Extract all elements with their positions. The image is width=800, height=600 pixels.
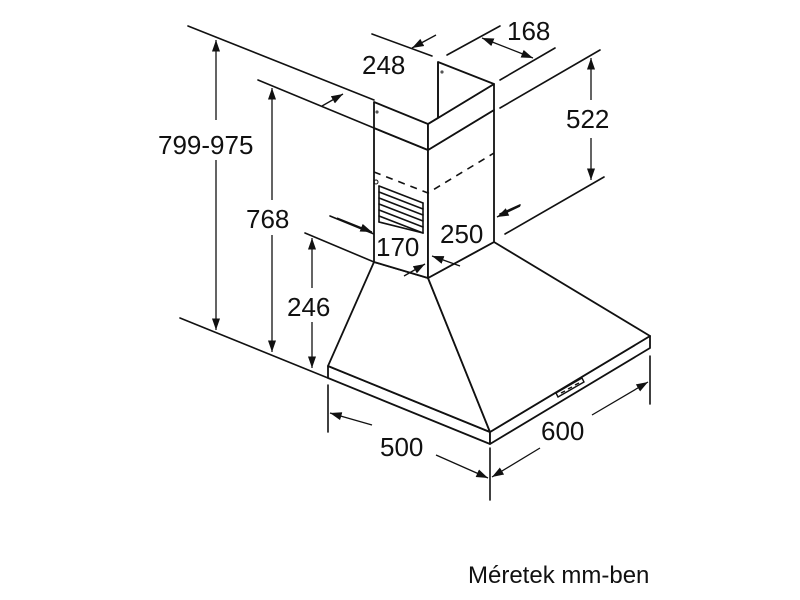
label-width-250: 250 bbox=[440, 219, 483, 249]
dimension-arrows bbox=[211, 34, 649, 479]
label-height-246: 246 bbox=[287, 292, 330, 322]
label-width-600: 600 bbox=[541, 416, 584, 446]
chimney bbox=[373, 61, 495, 279]
label-depth-248: 248 bbox=[362, 50, 405, 80]
hood-body bbox=[327, 241, 651, 445]
label-depth-170: 170 bbox=[376, 232, 419, 262]
label-height-768: 768 bbox=[246, 204, 289, 234]
control-panel-icon bbox=[555, 377, 585, 398]
units-caption: Méretek mm-ben bbox=[468, 562, 650, 589]
label-width-168: 168 bbox=[507, 16, 550, 46]
label-total-height: 799-975 bbox=[158, 130, 253, 160]
vent-grille-icon bbox=[373, 179, 424, 234]
label-height-522: 522 bbox=[566, 104, 609, 134]
extension-lines bbox=[179, 25, 651, 501]
label-depth-500: 500 bbox=[380, 432, 423, 462]
dimension-labels: 799-975 768 246 248 168 522 170 250 500 … bbox=[158, 16, 609, 462]
